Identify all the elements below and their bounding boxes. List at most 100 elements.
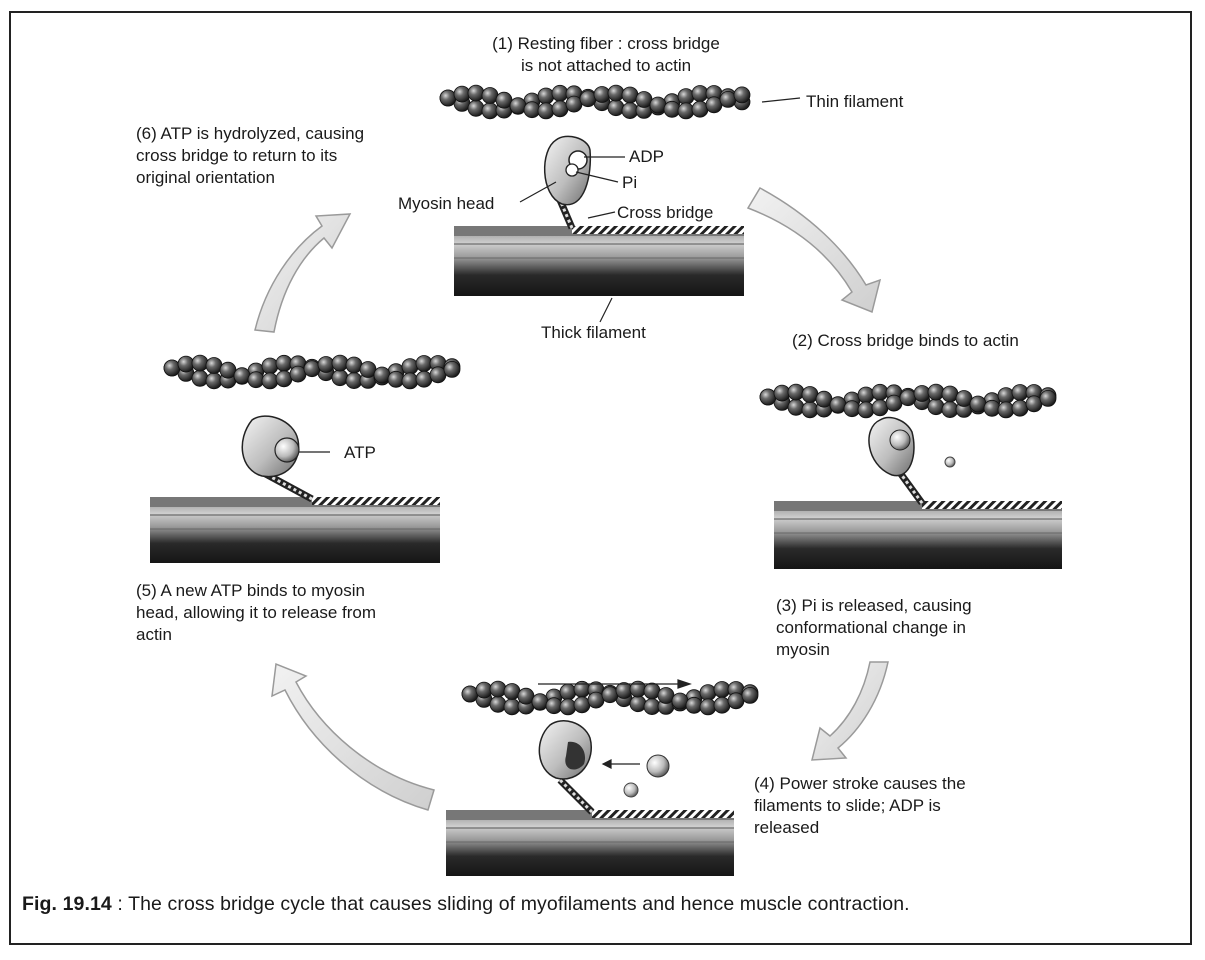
actin-bead [504,699,520,715]
myosin-head-3 [539,721,592,812]
actin-bead [248,372,264,388]
actin-bead [1012,400,1028,416]
actin-bead [728,693,744,709]
actin-bead [332,355,348,371]
actin-bead [622,103,638,119]
thick-filament-1 [454,226,744,296]
actin-bead [900,390,916,406]
actin-bead [580,91,596,107]
actin-bead [788,399,804,415]
actin-bead [360,362,376,378]
step-1-label: (1) Resting fiber : cross bridge is not … [456,33,756,77]
actin-bead [622,87,638,103]
actin-bead [468,100,484,116]
actin-bead [956,391,972,407]
actin-bead [816,391,832,407]
actin-bead [608,85,624,101]
actin-bead [714,697,730,713]
myosin-head-2 [869,418,922,503]
atp-label: ATP [344,442,376,464]
actin-bead [1012,385,1028,401]
actin-bead [468,85,484,101]
actin-bead [220,362,236,378]
actin-bead [664,101,680,117]
actin-bead [476,682,492,698]
actin-bead [830,397,846,413]
step-4-label: (4) Power stroke causes the filaments to… [754,773,1024,839]
arrow-4-to-5 [272,664,434,810]
actin-bead [206,358,222,374]
pi-label: Pi [622,172,637,194]
figure-caption: Fig. 19.14 : The cross bridge cycle that… [22,893,910,916]
actin-bead [774,385,790,401]
thin-filament-1 [440,85,750,119]
actin-bead [440,90,456,106]
actin-bead [802,387,818,403]
arrow-5-to-6 [255,214,350,332]
actin-bead [844,401,860,417]
atp-molecule [275,438,299,462]
actin-bead [788,384,804,400]
actin-bead [482,88,498,104]
leader-lines [299,98,800,768]
actin-bead [206,373,222,389]
step-3-label: (3) Pi is released, causing conformation… [776,595,1038,661]
actin-bead [462,686,478,702]
thin-filament-4 [164,355,460,389]
actin-bead [164,360,180,376]
thin-filament-label: Thin filament [806,91,903,113]
released-pi-2 [624,783,638,797]
thick-filament-3 [446,810,734,876]
actin-bead [566,96,582,112]
actin-bead [644,683,660,699]
actin-bead [970,396,986,412]
actin-bead [552,101,568,117]
step-2-label: (2) Cross bridge binds to actin [792,330,1019,352]
actin-bead [192,355,208,371]
thick-filament-label: Thick filament [541,322,646,344]
thin-filament-2 [760,384,1056,418]
arrow-2-to-3 [812,662,888,760]
actin-bead [942,402,958,418]
actin-bead [644,699,660,715]
actin-bead [998,388,1014,404]
actin-bead [346,357,362,373]
actin-bead [720,91,736,107]
actin-bead [760,389,776,405]
actin-bead [490,696,506,712]
thick-filament-4 [150,497,440,563]
actin-bead [1026,396,1042,412]
actin-bead [692,86,708,102]
actin-bead [532,694,548,710]
actin-bead [518,688,534,704]
actin-bead [290,366,306,382]
actin-bead [524,102,540,118]
actin-bead [616,683,632,699]
actin-bead [928,399,944,415]
cross-bridge-label: Cross bridge [617,202,713,224]
adp-label: ADP [629,146,664,168]
released-pi [945,457,955,467]
actin-bead [942,386,958,402]
actin-bead [454,86,470,102]
actin-bead [304,361,320,377]
actin-bead [234,368,250,384]
actin-bead [858,387,874,403]
actin-bead [636,92,652,108]
figure-number: Fig. 19.14 [22,893,112,915]
actin-bead [538,88,554,104]
actin-bead [602,687,618,703]
actin-bead [332,370,348,386]
actin-bead [734,87,750,103]
actin-bead [650,97,666,113]
actin-bead [482,103,498,119]
actin-bead [430,367,446,383]
actin-bead [262,373,278,389]
actin-bead [714,682,730,698]
actin-bead [510,98,526,114]
actin-bead [546,698,562,714]
step-6-label: (6) ATP is hydrolyzed, causing cross bri… [136,123,436,189]
actin-bead [262,358,278,374]
figure-caption-text: : The cross bridge cycle that causes sli… [112,893,910,915]
actin-bead [742,687,758,703]
